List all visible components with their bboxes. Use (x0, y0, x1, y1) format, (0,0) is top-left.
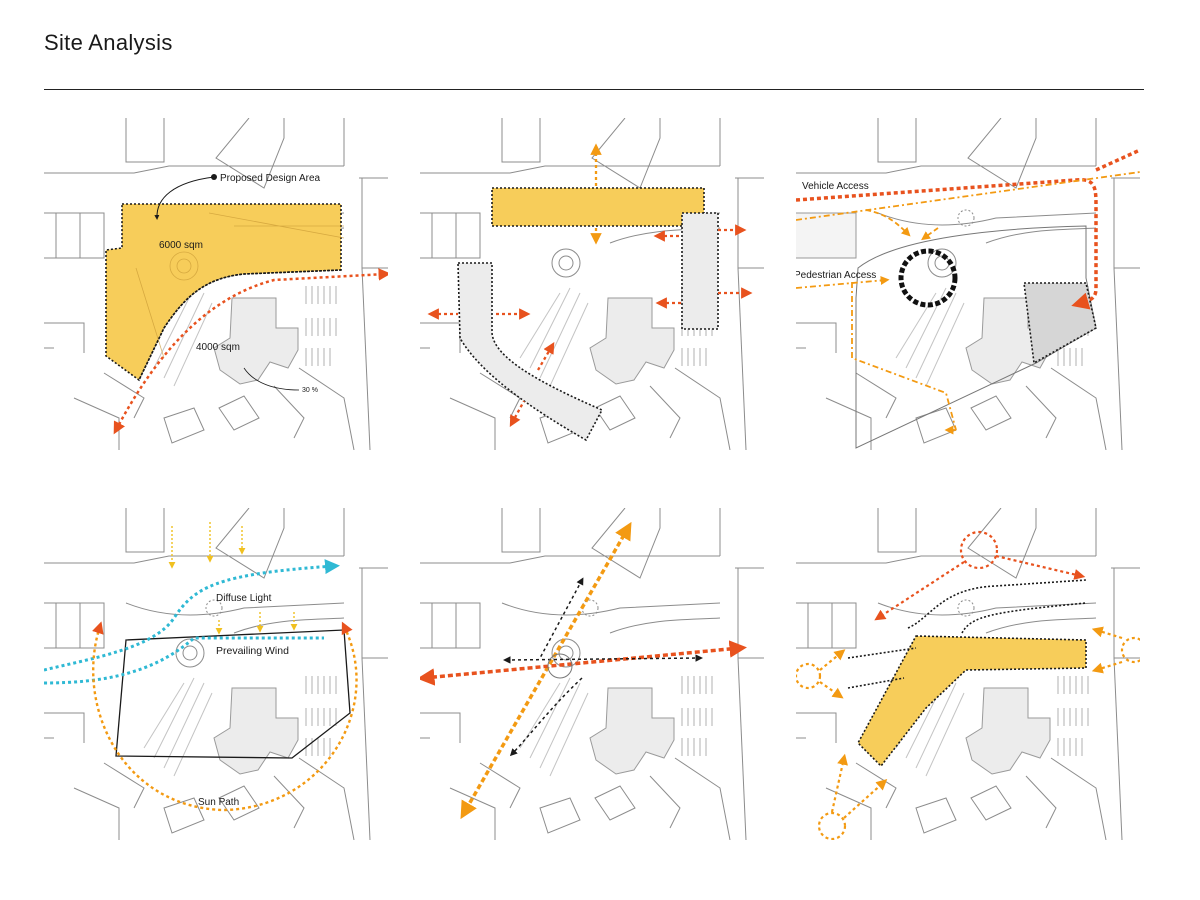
access-arrow-red (113, 268, 388, 435)
label-area-a: 6000 sqm (159, 240, 203, 251)
panel-design-area: Proposed Design Area 6000 sqm 4000 sqm 3… (44, 118, 388, 450)
edge-zones-diagram (420, 118, 764, 450)
proposed-zone-fill (857, 635, 1087, 768)
pedestrian-access-route (796, 275, 890, 289)
north-zone (491, 187, 705, 227)
panel-edge-zones (420, 118, 764, 450)
panel-nodes (796, 508, 1140, 840)
label-area-b: 4000 sqm (196, 342, 240, 353)
node-right (1120, 636, 1140, 664)
sunlight-rays (168, 522, 298, 635)
node-top (959, 530, 999, 570)
climate-diagram: Diffuse Light Prevailing Wind Sun Path (44, 508, 388, 840)
node-marker (898, 248, 958, 308)
access-diagram: Vehicle Access Pedestrian Access (796, 118, 1140, 450)
label-design-area: Proposed Design Area (220, 173, 321, 184)
wind-arrows (44, 559, 340, 685)
node-bottom (817, 811, 847, 840)
panel-access: Vehicle Access Pedestrian Access (796, 118, 1140, 450)
east-zone (681, 212, 719, 330)
nodes-diagram (796, 508, 1140, 840)
parking-zone (1023, 282, 1097, 365)
label-sun-path: Sun Path (198, 797, 239, 808)
node-left (796, 662, 822, 690)
panel-axes (420, 508, 764, 840)
label-diffuse-light: Diffuse Light (216, 593, 272, 604)
west-zone (457, 262, 604, 442)
axes-diagram (420, 508, 764, 840)
label-prevailing-wind: Prevailing Wind (216, 645, 289, 657)
design-area-diagram: Proposed Design Area 6000 sqm 4000 sqm 3… (44, 118, 388, 450)
label-pedestrian-access: Pedestrian Access (796, 270, 876, 281)
cross-axis (420, 640, 747, 686)
panel-climate: Diffuse Light Prevailing Wind Sun Path (44, 508, 388, 840)
label-slope: 30 % (302, 387, 318, 394)
title-divider (44, 89, 1144, 90)
sun-path (92, 621, 358, 812)
vehicle-access-route (796, 178, 1098, 310)
page-title: Site Analysis (44, 30, 173, 55)
label-vehicle-access: Vehicle Access (802, 181, 869, 192)
